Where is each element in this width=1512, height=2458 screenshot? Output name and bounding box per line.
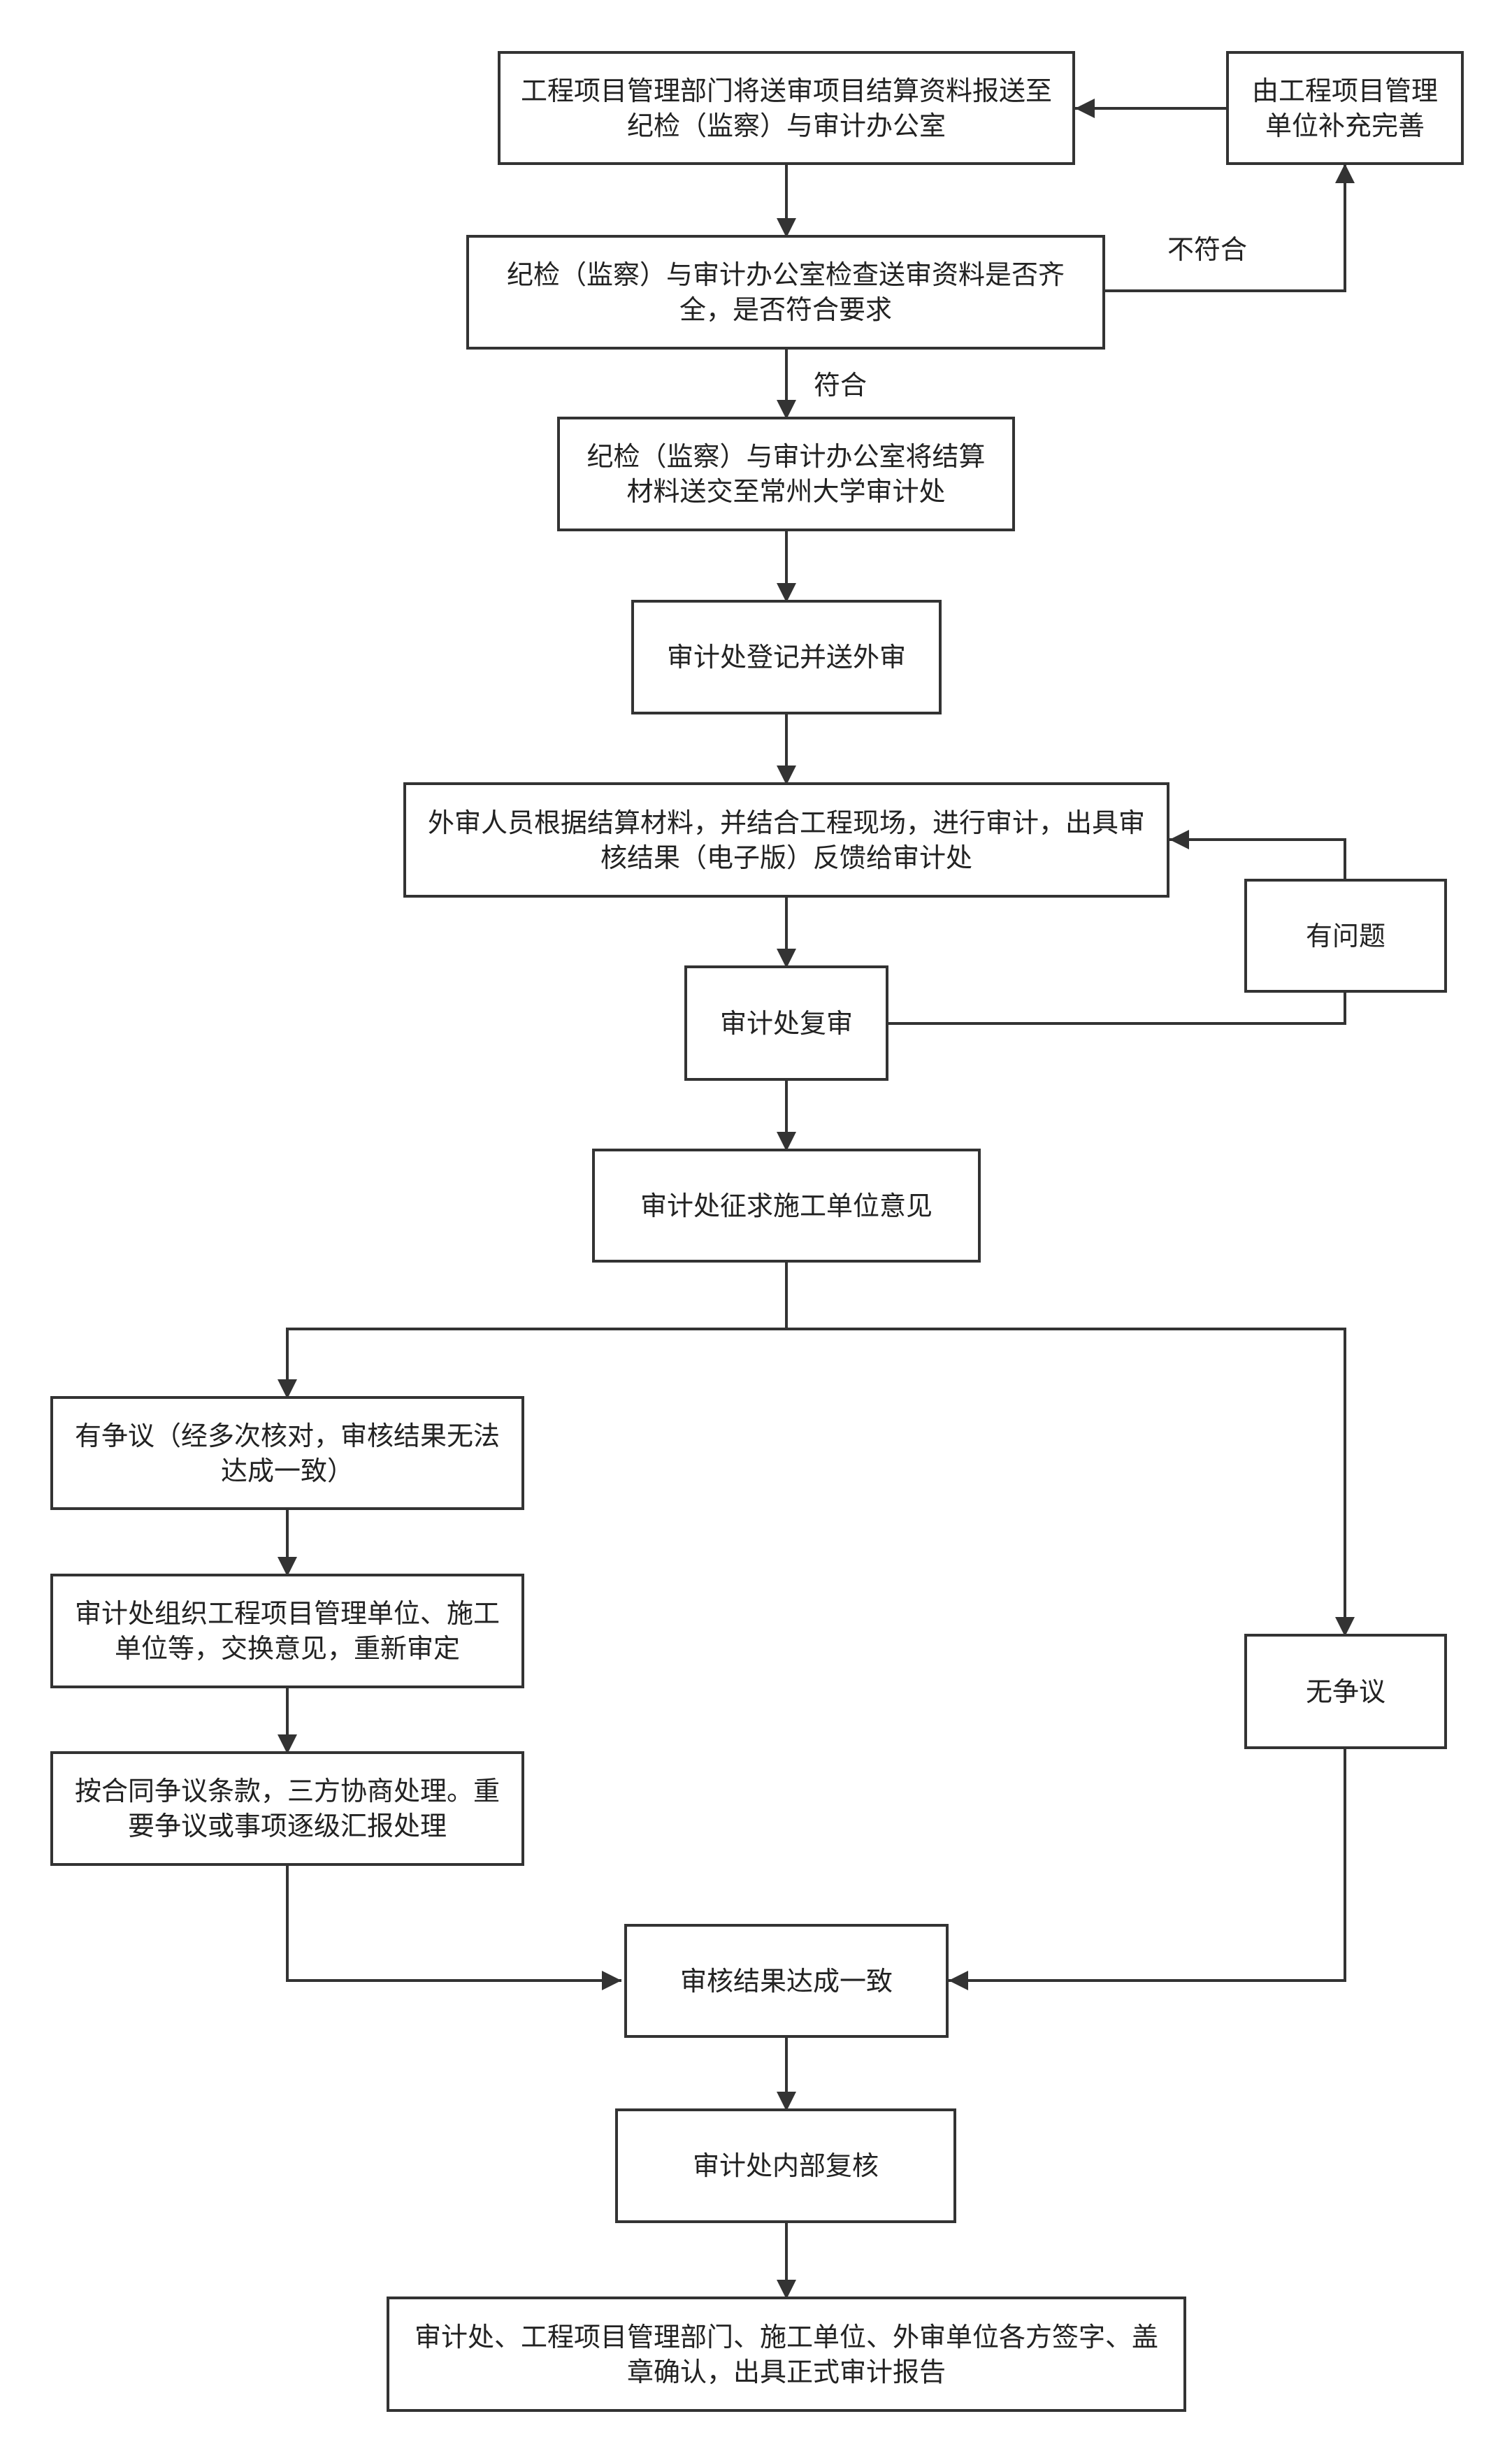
node-internal-review-text: 审计处内部复核 (692, 2150, 879, 2181)
node-no-dispute-text: 无争议 (1305, 1676, 1385, 1707)
node-final-report-text: 审计处、工程项目管理部门、施工单位、外审单位各方签字、盖章确认，出具正式审计报告 (414, 2321, 1158, 2387)
node-send-to-audit-office-text: 纪检（监察）与审计办公室将结算材料送交至常州大学审计处 (586, 441, 986, 507)
node-register-external-audit: 审计处登记并送外审 (631, 600, 942, 714)
arrowhead-n10 (278, 1379, 297, 1399)
node-external-audit: 外审人员根据结算材料，并结合工程现场，进行审计，出具审核结果（电子版）反馈给审计… (403, 782, 1169, 898)
node-disputed: 有争议（经多次核对，审核结果无法达成一致） (50, 1396, 524, 1510)
node-has-problem: 有问题 (1244, 879, 1447, 993)
node-submit-materials-text: 工程项目管理部门将送审项目结算资料报送至纪检（监察）与审计办公室 (520, 75, 1052, 141)
node-disputed-text: 有争议（经多次核对，审核结果无法达成一致） (74, 1420, 500, 1486)
node-check-materials-text: 纪检（监察）与审计办公室检查送审资料是否齐全，是否符合要求 (506, 259, 1065, 325)
node-solicit-opinions-text: 审计处征求施工单位意见 (640, 1190, 933, 1221)
arrowhead-n2 (1335, 164, 1355, 183)
edge-n12-n14 (286, 1866, 621, 1982)
arrowhead-n16 (777, 2280, 796, 2299)
node-supplement: 由工程项目管理单位补充完善 (1226, 51, 1464, 165)
edge-split-n10 (286, 1328, 786, 1396)
node-re-audit: 审计处复审 (684, 965, 888, 1081)
node-no-dispute: 无争议 (1244, 1634, 1447, 1749)
arrowhead-n5 (777, 583, 796, 603)
edge-split-n13 (786, 1328, 1346, 1634)
node-contract-dispute-text: 按合同争议条款，三方协商处理。重要争议或事项逐级汇报处理 (74, 1776, 500, 1841)
arrowhead-n9 (777, 1132, 796, 1151)
node-contract-dispute: 按合同争议条款，三方协商处理。重要争议或事项逐级汇报处理 (50, 1751, 524, 1866)
node-solicit-opinions: 审计处征求施工单位意见 (592, 1149, 981, 1263)
arrowhead-n6 (777, 766, 796, 785)
node-supplement-text: 由工程项目管理单位补充完善 (1251, 75, 1438, 141)
node-has-problem-text: 有问题 (1305, 920, 1385, 951)
node-submit-materials: 工程项目管理部门将送审项目结算资料报送至纪检（监察）与审计办公室 (498, 51, 1075, 165)
arrowhead-n13 (1335, 1617, 1355, 1637)
arrowhead-n14-left (602, 1971, 621, 1990)
node-organize-meeting: 审计处组织工程项目管理单位、施工单位等，交换意见，重新审定 (50, 1574, 524, 1688)
arrowhead-n12 (278, 1734, 297, 1754)
edge-n13-n14 (949, 1749, 1346, 1982)
edge-n7-n6 (1169, 838, 1346, 879)
arrowhead-n3 (777, 218, 796, 238)
arrowhead-n6-side (1169, 830, 1189, 849)
arrowhead-n15 (777, 2092, 796, 2111)
arrowhead-n1 (1075, 99, 1095, 118)
node-agreement-reached: 审核结果达成一致 (624, 1924, 949, 2038)
node-register-external-audit-text: 审计处登记并送外审 (666, 642, 906, 673)
edge-n3-n2 (1105, 165, 1346, 292)
node-organize-meeting-text: 审计处组织工程项目管理单位、施工单位等，交换意见，重新审定 (74, 1598, 500, 1664)
node-re-audit-text: 审计处复审 (719, 1007, 853, 1039)
node-agreement-reached-text: 审核结果达成一致 (679, 1965, 893, 1997)
edge-label-conform: 符合 (814, 370, 867, 401)
arrowhead-n4 (777, 400, 796, 419)
node-check-materials: 纪检（监察）与审计办公室检查送审资料是否齐全，是否符合要求 (466, 235, 1105, 350)
arrowhead-n11 (278, 1557, 297, 1576)
arrowhead-n8 (777, 949, 796, 968)
edge-label-not-conform: 不符合 (1167, 234, 1248, 265)
node-internal-review: 审计处内部复核 (615, 2108, 956, 2223)
node-external-audit-text: 外审人员根据结算材料，并结合工程现场，进行审计，出具审核结果（电子版）反馈给审计… (427, 807, 1145, 873)
node-final-report: 审计处、工程项目管理部门、施工单位、外审单位各方签字、盖章确认，出具正式审计报告 (387, 2297, 1186, 2412)
edge-n8-n7 (888, 993, 1346, 1025)
node-send-to-audit-office: 纪检（监察）与审计办公室将结算材料送交至常州大学审计处 (557, 417, 1015, 531)
arrowhead-n14-right (949, 1971, 968, 1990)
